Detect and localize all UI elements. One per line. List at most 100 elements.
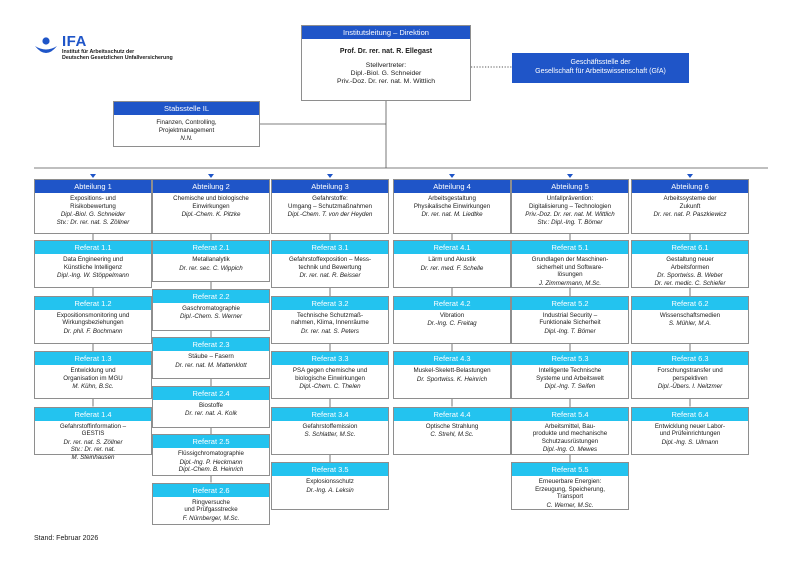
unit-title: Referat 1.1 bbox=[35, 241, 151, 254]
dept-arrow-1 bbox=[90, 174, 96, 178]
staff-unit-text: Finanzen, Controlling, Projektmanagement bbox=[156, 119, 217, 134]
gfa-office-box: Geschäftsstelle der Gesellschaft für Arb… bbox=[512, 53, 689, 83]
unit-person: Dr. rer. med. F. Schelle bbox=[420, 264, 484, 272]
unit-text: Optische Strahlung bbox=[425, 422, 479, 430]
unit-person: Dr. rer. nat. A. Kolk bbox=[185, 410, 237, 418]
dept-arrow-6 bbox=[687, 174, 693, 178]
unit-text: Lärm und Akustik bbox=[428, 256, 476, 263]
unit-text: Gestaltung neuer Arbeitsformen bbox=[666, 256, 714, 271]
department-text: Expositions- und Risikobewertung bbox=[70, 195, 116, 210]
department-person: Priv.-Doz. Dr. rer. nat. M. Wittlich Stv… bbox=[525, 211, 615, 226]
unit-text: Explosionsschutz bbox=[306, 478, 354, 485]
department-text: Unfallprävention: Digitalisierung – Tech… bbox=[528, 195, 612, 210]
department-title: Abteilung 6 bbox=[632, 180, 748, 193]
unit-text: Gefahrstoffinformation – GESTIS bbox=[59, 422, 127, 438]
unit-text: Entwicklung und Organisation im MGU bbox=[63, 367, 123, 382]
unit-text: Expositionsmonitoring und Wirkungsbezieh… bbox=[56, 311, 130, 327]
unit-title: Referat 6.2 bbox=[632, 296, 748, 310]
unit-title: Referat 5.3 bbox=[512, 352, 628, 365]
unit-text: PSA gegen chemische und biologische Einw… bbox=[292, 367, 368, 382]
unit-title: Referat 3.4 bbox=[272, 407, 388, 421]
directorate-head: Prof. Dr. rer. nat. R. Ellegast bbox=[339, 48, 433, 55]
unit-person: Dr. rer. nat. S. Peters bbox=[301, 327, 359, 335]
department-title: Abteilung 2 bbox=[153, 180, 269, 193]
department-person: Dipl.-Chem. T. von der Heyden bbox=[287, 211, 373, 219]
directorate-deputies: Stellvertreter: Dipl.-Biol. G. Schneider… bbox=[336, 61, 436, 85]
unit-person: S. Mühler, M.A. bbox=[668, 320, 712, 328]
department-title: Abteilung 1 bbox=[35, 180, 151, 193]
unit-title: Referat 2.4 bbox=[153, 386, 269, 400]
unit-text: Erneuerbare Energien: Erzeugung, Speiche… bbox=[535, 478, 605, 501]
department-person: Dr. rer. nat. M. Liedtke bbox=[421, 211, 483, 219]
department-text: Gefahrstoffe: Umgang – Schutzmaßnahmen bbox=[288, 195, 372, 210]
unit-person: J. Zimmermann, M.Sc. bbox=[538, 279, 602, 287]
unit-title: Referat 4.4 bbox=[394, 407, 510, 421]
unit-title: Referat 4.2 bbox=[394, 296, 510, 310]
unit-title: Referat 5.2 bbox=[512, 296, 628, 310]
unit-text: Entwicklung neuer Labor- und Prüfeinrich… bbox=[654, 422, 726, 438]
unit-text: Data Engineering und Künstliche Intellig… bbox=[63, 256, 123, 271]
unit-title: Referat 3.1 bbox=[272, 241, 388, 254]
unit-person: Dr. Sportwiss. K. Heinrich bbox=[416, 375, 488, 383]
unit-text: Flüssigchromatographie bbox=[177, 450, 245, 457]
unit-person: Dipl.-Ing. P. Heckmann Dipl.-Chem. B. He… bbox=[178, 458, 244, 474]
unit-text: Forschungstransfer und perspektiven bbox=[657, 367, 723, 382]
unit-person: S. Schlatter, M.Sc. bbox=[304, 431, 356, 439]
stand-date: Stand: Februar 2026 bbox=[34, 535, 99, 542]
ifa-wordmark: IFA bbox=[62, 33, 87, 50]
unit-text: Metallanalytik bbox=[192, 256, 230, 263]
unit-person: Dr. rer. nat. S. Zöllner Stv.: Dr. rer. … bbox=[63, 438, 123, 461]
unit-title: Referat 3.2 bbox=[272, 296, 388, 310]
department-text: Arbeitssysteme der Zukunft bbox=[663, 195, 717, 210]
unit-title: Referat 5.5 bbox=[512, 463, 628, 476]
staff-unit-box: Stabsstelle IL Finanzen, Controlling, Pr… bbox=[113, 101, 260, 147]
unit-title: Referat 1.3 bbox=[35, 352, 151, 365]
unit-title: Referat 6.4 bbox=[632, 407, 748, 421]
department-title: Abteilung 4 bbox=[394, 180, 510, 193]
unit-person: F. Nürnberger, M.Sc. bbox=[182, 514, 240, 522]
unit-text: Stäube – Fasern bbox=[188, 353, 234, 360]
unit-title: Referat 2.5 bbox=[153, 435, 269, 448]
unit-title: Referat 2.6 bbox=[153, 483, 269, 497]
staff-unit-person: N.N. bbox=[180, 135, 193, 143]
unit-text: Gaschromatographie bbox=[182, 304, 240, 312]
unit-person: Dr. rer. sec. C. Wippich bbox=[179, 264, 243, 272]
unit-person: C. Werner, M.Sc. bbox=[546, 501, 594, 509]
unit-text: Gefahrstoffexposition – Mess- technik un… bbox=[288, 256, 372, 271]
unit-text: Biostoffe bbox=[199, 401, 223, 409]
unit-person: Dipl.-Ing. O. Mewes bbox=[542, 446, 598, 454]
unit-person: Dipl.-Ing. W. Stöppelmann bbox=[57, 272, 129, 280]
ifa-logo-icon bbox=[35, 37, 57, 53]
unit-title: Referat 5.1 bbox=[512, 241, 628, 254]
unit-person: Dr. rer. nat. R. Beisser bbox=[299, 272, 361, 280]
unit-person: Dipl.-Ing. T. Bömer bbox=[544, 327, 596, 335]
unit-person: Dr. phil. F. Bochmann bbox=[63, 327, 123, 335]
dept-arrow-5 bbox=[567, 174, 573, 178]
unit-title: Referat 3.5 bbox=[272, 463, 388, 476]
ifa-logo: IFA Institut für Arbeitsschutz der Deuts… bbox=[34, 33, 174, 66]
